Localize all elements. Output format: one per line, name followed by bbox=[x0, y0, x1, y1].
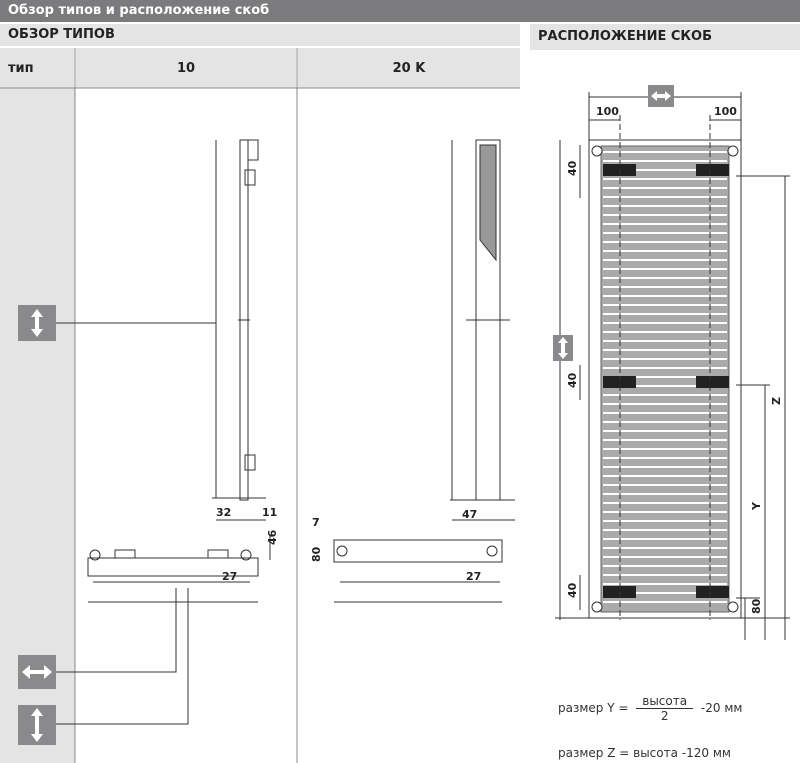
dim-100-left: 100 bbox=[596, 105, 619, 118]
types-overview-heading: ОБЗОР ТИПОВ bbox=[0, 24, 520, 46]
depth-arrows-icon bbox=[18, 705, 56, 745]
type10-side-view bbox=[87, 139, 271, 603]
dim-27-type10: 27 bbox=[222, 570, 237, 583]
vertical-arrows-icon bbox=[553, 335, 573, 361]
dim-100-right: 100 bbox=[714, 105, 737, 118]
horizontal-arrows-icon bbox=[18, 655, 56, 689]
column-header-10: 10 bbox=[76, 48, 296, 88]
dim-47: 47 bbox=[462, 508, 477, 521]
horizontal-arrows-icon bbox=[648, 85, 674, 107]
dim-40-top: 40 bbox=[566, 160, 579, 176]
bracket-layout-heading: РАСПОЛОЖЕНИЕ СКОБ bbox=[530, 24, 800, 50]
page-title: Обзор типов и расположение скоб bbox=[0, 0, 800, 22]
dim-7: 7 bbox=[312, 516, 320, 529]
dim-11: 11 bbox=[262, 506, 277, 519]
vertical-arrows-icon bbox=[18, 305, 56, 341]
formula-y-numerator: высота bbox=[636, 694, 694, 709]
dim-46: 46 bbox=[266, 529, 279, 545]
type20k-side-view bbox=[333, 139, 515, 603]
type-icon-column bbox=[0, 88, 75, 763]
formula-z: размер Z = высота -120 мм bbox=[558, 746, 731, 760]
dim-80-type20k: 80 bbox=[310, 546, 323, 562]
dim-40-mid: 40 bbox=[566, 372, 579, 388]
brackets bbox=[603, 164, 729, 598]
dim-y: Y bbox=[750, 501, 763, 511]
dim-32: 32 bbox=[216, 506, 231, 519]
formula-y-suffix: -20 мм bbox=[700, 701, 743, 715]
dim-80-bottom: 80 bbox=[750, 598, 763, 614]
formula-y-prefix: размер Y = bbox=[558, 701, 629, 715]
formula-y-denominator: 2 bbox=[660, 709, 669, 723]
dim-40-bottom: 40 bbox=[566, 582, 579, 598]
column-header-type: тип bbox=[0, 48, 74, 88]
dim-z: Z bbox=[770, 397, 783, 405]
dim-27-type20k: 27 bbox=[466, 570, 481, 583]
column-header-20k: 20 K bbox=[298, 48, 520, 88]
formula-y: размер Y = высота 2 -20 мм bbox=[558, 694, 742, 723]
